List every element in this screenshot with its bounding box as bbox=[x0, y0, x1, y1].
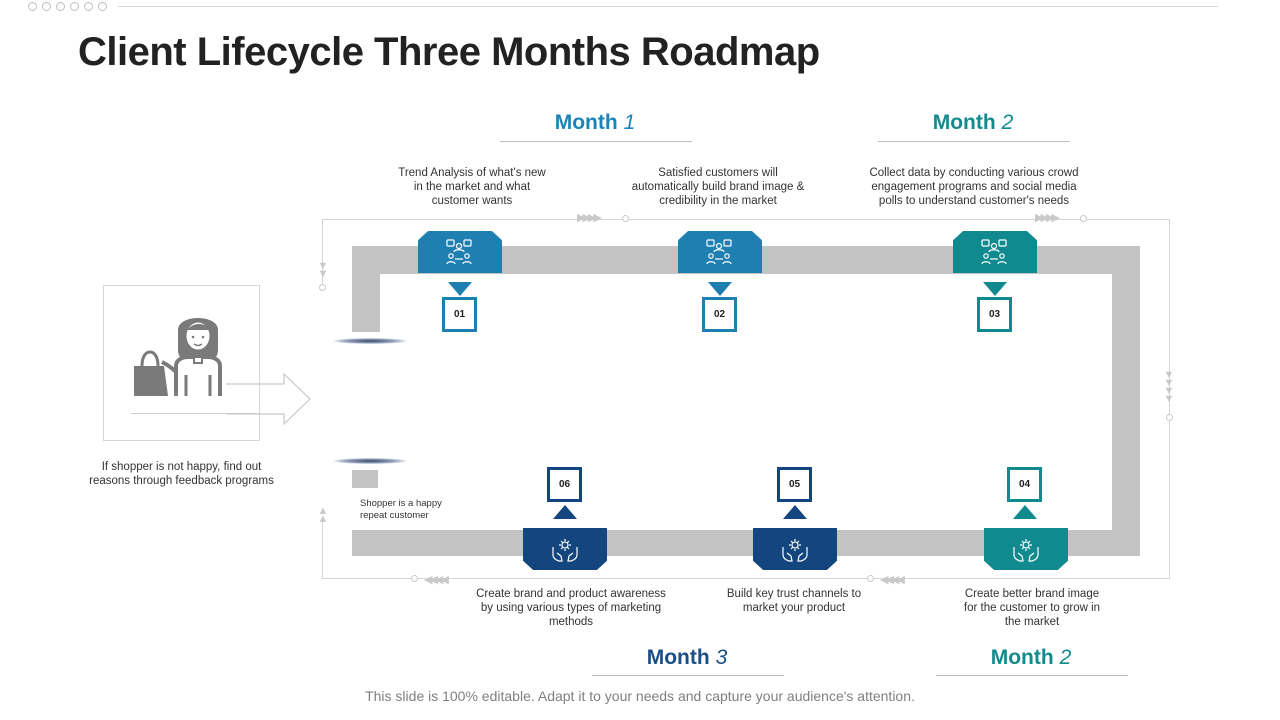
month-number: 2 bbox=[1001, 111, 1014, 134]
pointer-down-icon bbox=[983, 282, 1007, 296]
ring-marker bbox=[411, 575, 418, 582]
people-network-icon bbox=[981, 239, 1007, 265]
month-number: 3 bbox=[715, 646, 728, 669]
happy-shopper-text: Shopper is a happy repeat customer bbox=[360, 498, 442, 521]
step-02-badge bbox=[678, 231, 762, 273]
unhappy-shopper-text: If shopper is not happy, find out reason… bbox=[89, 461, 274, 487]
chevron-left-icon: ◀◀◀◀ bbox=[424, 574, 449, 586]
chevron-left-icon: ◀◀◀◀ bbox=[880, 574, 905, 586]
month-number: 1 bbox=[623, 111, 636, 134]
shopper-card bbox=[103, 285, 260, 441]
guide-line-top bbox=[322, 219, 1170, 220]
chevron-right-icon: ▶▶▶▶ bbox=[577, 212, 602, 224]
footer-note: This slide is 100% editable. Adapt it to… bbox=[365, 688, 915, 704]
chevron-down-icon: ▼▼ bbox=[317, 260, 329, 280]
people-network-icon bbox=[446, 239, 472, 265]
month-underline bbox=[936, 675, 1128, 676]
shopper-with-bag-icon bbox=[134, 318, 222, 396]
page-title: Client Lifecycle Three Months Roadmap bbox=[78, 30, 820, 74]
track-right bbox=[1112, 246, 1140, 556]
ring-marker bbox=[1166, 414, 1173, 421]
guide-line-right bbox=[1169, 219, 1170, 579]
step-01-badge bbox=[418, 231, 502, 273]
ring-marker bbox=[867, 575, 874, 582]
pointer-down-icon bbox=[708, 282, 732, 296]
step-04-badge bbox=[984, 528, 1068, 570]
hands-gear-icon bbox=[1013, 539, 1039, 562]
window-dots bbox=[28, 2, 107, 11]
month-word: Month bbox=[932, 111, 996, 134]
track-left-down bbox=[352, 246, 380, 332]
hands-gear-icon bbox=[782, 539, 808, 562]
hands-gear-icon bbox=[552, 539, 578, 562]
month-heading-top-right: Month 2 bbox=[878, 111, 1068, 135]
top-divider bbox=[118, 6, 1218, 7]
month-heading-bottom-right: Month 2 bbox=[936, 646, 1126, 670]
step-05-number: 05 bbox=[777, 467, 812, 502]
step-06-badge bbox=[523, 528, 607, 570]
track-left-stub bbox=[352, 470, 378, 488]
month-heading-bottom-left: Month 3 bbox=[592, 646, 782, 670]
pointer-up-icon bbox=[553, 505, 577, 519]
guide-line-left-top bbox=[322, 219, 323, 289]
ring-marker bbox=[319, 284, 326, 291]
step-05-badge bbox=[753, 528, 837, 570]
arrow-baseline bbox=[131, 413, 261, 414]
month-word: Month bbox=[554, 111, 618, 134]
month-underline bbox=[592, 675, 784, 676]
pointer-up-icon bbox=[783, 505, 807, 519]
step-06-description: Create brand and product awareness by us… bbox=[476, 588, 666, 628]
step-03-description: Collect data by conducting various crowd… bbox=[869, 167, 1079, 207]
chevron-down-icon: ▼▼▼▼ bbox=[1163, 369, 1175, 405]
guide-line-bottom bbox=[322, 578, 1170, 579]
month-number: 2 bbox=[1059, 646, 1072, 669]
step-04-description: Create better brand image for the custom… bbox=[963, 588, 1101, 628]
people-network-icon bbox=[706, 239, 732, 265]
guide-line-left-bottom bbox=[322, 520, 323, 578]
step-02-description: Satisfied customers will automatically b… bbox=[631, 167, 805, 207]
step-01-description: Trend Analysis of what's new in the mark… bbox=[398, 167, 546, 207]
step-05-description: Build key trust channels to market your … bbox=[726, 588, 862, 614]
month-word: Month bbox=[646, 646, 710, 669]
arrow-right-icon bbox=[226, 372, 311, 426]
pointer-down-icon bbox=[448, 282, 472, 296]
step-01-number: 01 bbox=[442, 297, 477, 332]
month-underline bbox=[878, 141, 1070, 142]
step-02-number: 02 bbox=[702, 297, 737, 332]
step-03-number: 03 bbox=[977, 297, 1012, 332]
chevron-right-icon: ▶▶▶▶ bbox=[1035, 212, 1060, 224]
month-heading-top-left: Month 1 bbox=[500, 111, 690, 135]
track-shadow bbox=[333, 458, 407, 464]
step-03-badge bbox=[953, 231, 1037, 273]
pointer-up-icon bbox=[1013, 505, 1037, 519]
chevron-up-icon: ▲▲ bbox=[317, 505, 329, 525]
ring-marker bbox=[1080, 215, 1087, 222]
step-04-number: 04 bbox=[1007, 467, 1042, 502]
ring-marker bbox=[622, 215, 629, 222]
step-06-number: 06 bbox=[547, 467, 582, 502]
track-shadow bbox=[333, 338, 407, 344]
month-underline bbox=[500, 141, 692, 142]
month-word: Month bbox=[990, 646, 1054, 669]
